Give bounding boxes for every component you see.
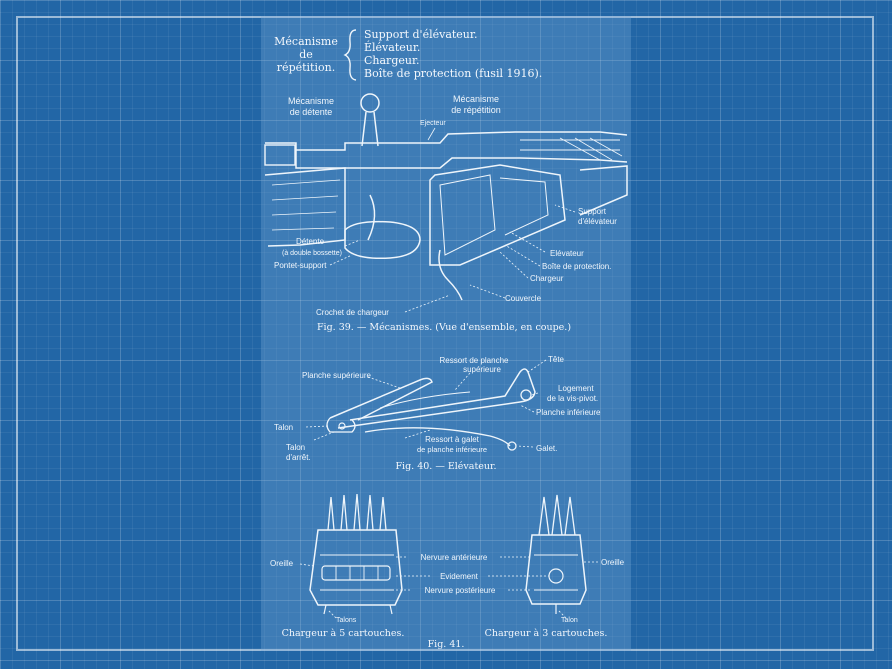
label-mecanisme-repetition-1: Mécanisme xyxy=(453,94,499,104)
cartridge-tips-5 xyxy=(327,493,387,531)
label-talon-3: Talon xyxy=(561,617,578,624)
fig41-charger-drawing: Oreille Oreille Nervure antérieure Evide… xyxy=(270,493,625,650)
label-oreille-left: Oreille xyxy=(270,559,294,568)
forestock xyxy=(579,165,628,216)
receiver-top xyxy=(265,131,628,151)
label-ressort-sup-2: supérieure xyxy=(463,365,501,374)
label-couvercle: Couvercle xyxy=(505,294,542,303)
label-detente-2: (à double bossette) xyxy=(282,250,342,257)
label-talons: Talons xyxy=(336,617,357,624)
label-pontet: Pontet-support xyxy=(274,261,327,270)
stock-wrist xyxy=(264,167,346,247)
label-logement-1: Logement xyxy=(558,384,594,393)
label-elevateur: Elévateur xyxy=(550,249,584,258)
stock-grain xyxy=(271,179,341,231)
label-ressort-sup-1: Ressort de planche xyxy=(440,356,509,365)
fig39-mechanism-drawing: Mécanisme de détente Mécanisme de répéti… xyxy=(264,93,628,333)
header: Mécanisme de répétition. Support d'éléva… xyxy=(274,28,542,81)
charger-5 xyxy=(309,493,403,615)
part-3: Chargeur. xyxy=(364,54,420,67)
upper-spring xyxy=(379,391,471,409)
bolt-handle xyxy=(361,111,379,147)
part-2: Élévateur. xyxy=(364,40,420,54)
paper-sheet xyxy=(261,16,631,651)
recess-3 xyxy=(548,568,564,584)
fig39-leaders xyxy=(329,204,576,313)
elevator-plate xyxy=(439,174,496,256)
barrel-hatch xyxy=(559,137,623,161)
cartridge-tips-3 xyxy=(538,494,576,536)
recess-dividers-5 xyxy=(335,566,379,580)
upper-plate xyxy=(329,377,433,421)
caption-charger-5: Chargeur à 5 cartouches. xyxy=(282,628,405,639)
label-talon-arret-1: Talon xyxy=(286,443,305,452)
fig40-leaders xyxy=(305,359,547,448)
label-ressort-galet-1: Ressort à galet xyxy=(425,435,480,444)
fig41-leaders xyxy=(299,556,598,619)
label-tete: Tête xyxy=(548,355,565,364)
ribs-5 xyxy=(320,554,394,591)
barrel-lines xyxy=(520,139,620,151)
cartridges xyxy=(499,177,549,236)
label-ressort-galet-2: de planche inférieure xyxy=(417,445,487,454)
label-nervure-post: Nervure postérieure xyxy=(425,586,496,595)
label-mecanisme-detente-2: de détente xyxy=(290,107,333,117)
label-logement-2: de la vis-pivot. xyxy=(547,394,598,403)
brace-icon xyxy=(343,29,357,81)
group-label-line-1: Mécanisme xyxy=(274,35,338,48)
receiver-body xyxy=(295,150,628,169)
label-galet: Galet. xyxy=(536,444,557,453)
label-mecanisme-repetition-2: de répétition xyxy=(451,105,501,115)
rear-block xyxy=(264,144,296,166)
blueprint-frame xyxy=(16,16,874,651)
fig39-caption: Fig. 39. — Mécanismes. (Vue d'ensemble, … xyxy=(317,322,571,333)
label-support-2: d'élévateur xyxy=(578,217,617,226)
pivot-seat xyxy=(520,389,532,401)
charger-body-5 xyxy=(309,529,403,606)
magazine-box xyxy=(429,164,566,266)
label-crochet: Crochet de chargeur xyxy=(316,308,389,317)
part-1: Support d'élévateur. xyxy=(364,28,477,41)
caption-charger-3: Chargeur à 3 cartouches. xyxy=(485,628,608,639)
roller xyxy=(507,441,517,451)
label-ejecteur: Ejecteur xyxy=(420,120,446,127)
recess-5 xyxy=(321,565,391,581)
label-oreille-right: Oreille xyxy=(601,558,625,567)
roller-spring xyxy=(364,427,511,447)
label-boite: Boîte de protection. xyxy=(542,262,611,271)
fig40-elevator-drawing: Planche supérieure Ressort de planche su… xyxy=(274,355,601,472)
heels-5 xyxy=(323,604,393,615)
label-evidement: Evidement xyxy=(440,572,479,581)
trigger-guard xyxy=(344,220,421,260)
label-talon-arret-2: d'arrêt. xyxy=(286,453,311,462)
fig41-caption: Fig. 41. xyxy=(428,639,465,650)
label-planche-sup: Planche supérieure xyxy=(302,371,371,380)
label-planche-inf: Planche inférieure xyxy=(536,408,601,417)
part-4: Boîte de protection (fusil 1916). xyxy=(364,67,542,80)
label-nervure-ant: Nervure antérieure xyxy=(421,553,488,562)
group-label-line-2: de xyxy=(299,48,313,61)
group-label-line-3: répétition. xyxy=(277,61,335,74)
charger-3 xyxy=(525,494,587,614)
label-talon: Talon xyxy=(274,423,293,432)
label-mecanisme-detente-1: Mécanisme xyxy=(288,96,334,106)
label-chargeur: Chargeur xyxy=(530,274,564,283)
heel-pin xyxy=(338,422,346,430)
ejector-leader xyxy=(427,127,436,141)
magazine-hook xyxy=(438,249,463,301)
trigger xyxy=(367,194,376,241)
bolt-knob xyxy=(360,93,380,113)
fig40-caption: Fig. 40. — Elévateur. xyxy=(395,461,496,472)
label-detente-1: Détente xyxy=(296,237,325,246)
heel xyxy=(326,417,356,433)
label-support-1: Support xyxy=(578,207,607,216)
ribs-3 xyxy=(534,554,578,591)
